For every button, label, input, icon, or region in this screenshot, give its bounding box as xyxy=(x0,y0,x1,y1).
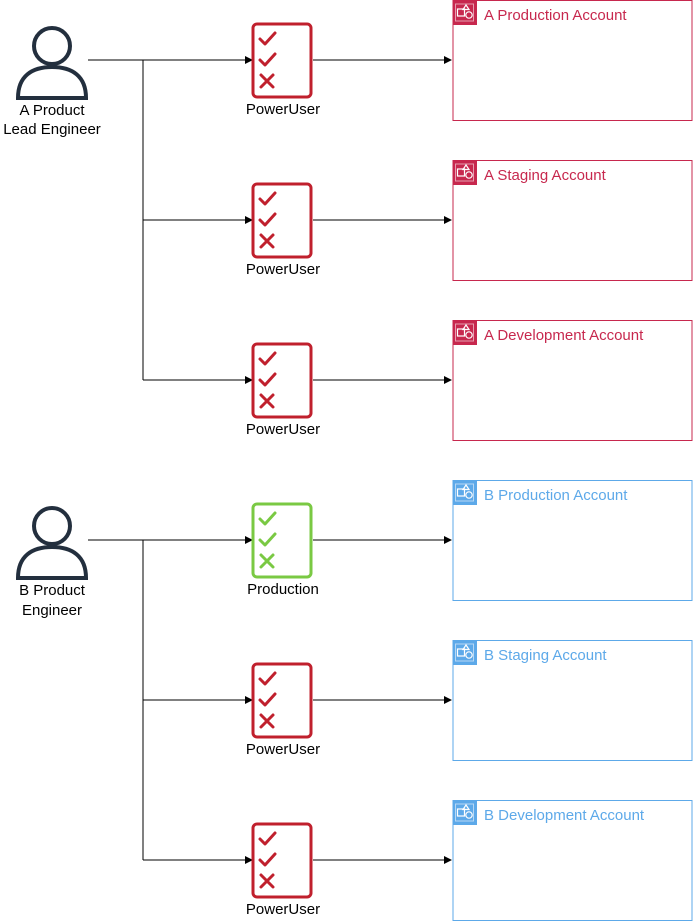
permission-set-a-production[interactable]: PowerUser xyxy=(246,22,320,118)
user-a-label-line-2: Lead Engineer xyxy=(3,121,101,138)
permission-set-b-development[interactable]: PowerUser xyxy=(246,822,320,918)
checklist-icon xyxy=(251,502,313,579)
account-icon xyxy=(453,801,477,825)
permission-set-label: PowerUser xyxy=(246,901,320,918)
account-a-production[interactable]: A Production Account xyxy=(452,0,693,121)
user-a-node[interactable]: A Product Lead Engineer xyxy=(3,26,101,138)
account-b-production[interactable]: B Production Account xyxy=(452,480,693,601)
user-b-label-line-2: Engineer xyxy=(22,602,82,619)
checklist-icon xyxy=(251,662,313,739)
checklist-icon xyxy=(251,22,313,99)
account-title: B Development Account xyxy=(484,807,645,824)
checklist-icon xyxy=(251,182,313,259)
account-title: B Production Account xyxy=(484,487,628,504)
account-title: A Development Account xyxy=(484,327,644,344)
user-b-label-line-1: B Product xyxy=(19,582,86,599)
account-title: A Production Account xyxy=(484,7,627,24)
account-icon xyxy=(453,1,477,25)
account-b-staging[interactable]: B Staging Account xyxy=(452,640,693,761)
user-icon xyxy=(15,506,89,580)
account-title: A Staging Account xyxy=(484,167,607,184)
permission-set-label: PowerUser xyxy=(246,741,320,758)
user-a-connectors xyxy=(88,56,253,384)
permission-set-b-staging[interactable]: PowerUser xyxy=(246,662,320,758)
account-icon xyxy=(453,321,477,345)
account-icon xyxy=(453,641,477,665)
account-title: B Staging Account xyxy=(484,647,607,664)
permission-set-label: PowerUser xyxy=(246,261,320,278)
perm-to-account-connectors-a xyxy=(313,56,452,384)
user-b-node[interactable]: B Product Engineer xyxy=(15,506,89,619)
checklist-icon xyxy=(251,342,313,419)
account-a-development[interactable]: A Development Account xyxy=(452,320,693,441)
permission-set-label: PowerUser xyxy=(246,421,320,438)
permission-set-a-development[interactable]: PowerUser xyxy=(246,342,320,438)
account-icon xyxy=(453,161,477,185)
account-b-development[interactable]: B Development Account xyxy=(452,800,693,921)
permission-set-label: Production xyxy=(247,581,319,598)
account-a-staging[interactable]: A Staging Account xyxy=(452,160,693,281)
checklist-icon xyxy=(251,822,313,899)
user-b-connectors xyxy=(88,536,253,864)
permission-set-label: PowerUser xyxy=(246,101,320,118)
permission-set-b-production[interactable]: Production xyxy=(247,502,319,598)
user-a-label-line-1: A Product xyxy=(19,102,85,119)
permission-set-a-staging[interactable]: PowerUser xyxy=(246,182,320,278)
user-icon xyxy=(15,26,89,100)
perm-to-account-connectors-b xyxy=(313,536,452,864)
account-icon xyxy=(453,481,477,505)
